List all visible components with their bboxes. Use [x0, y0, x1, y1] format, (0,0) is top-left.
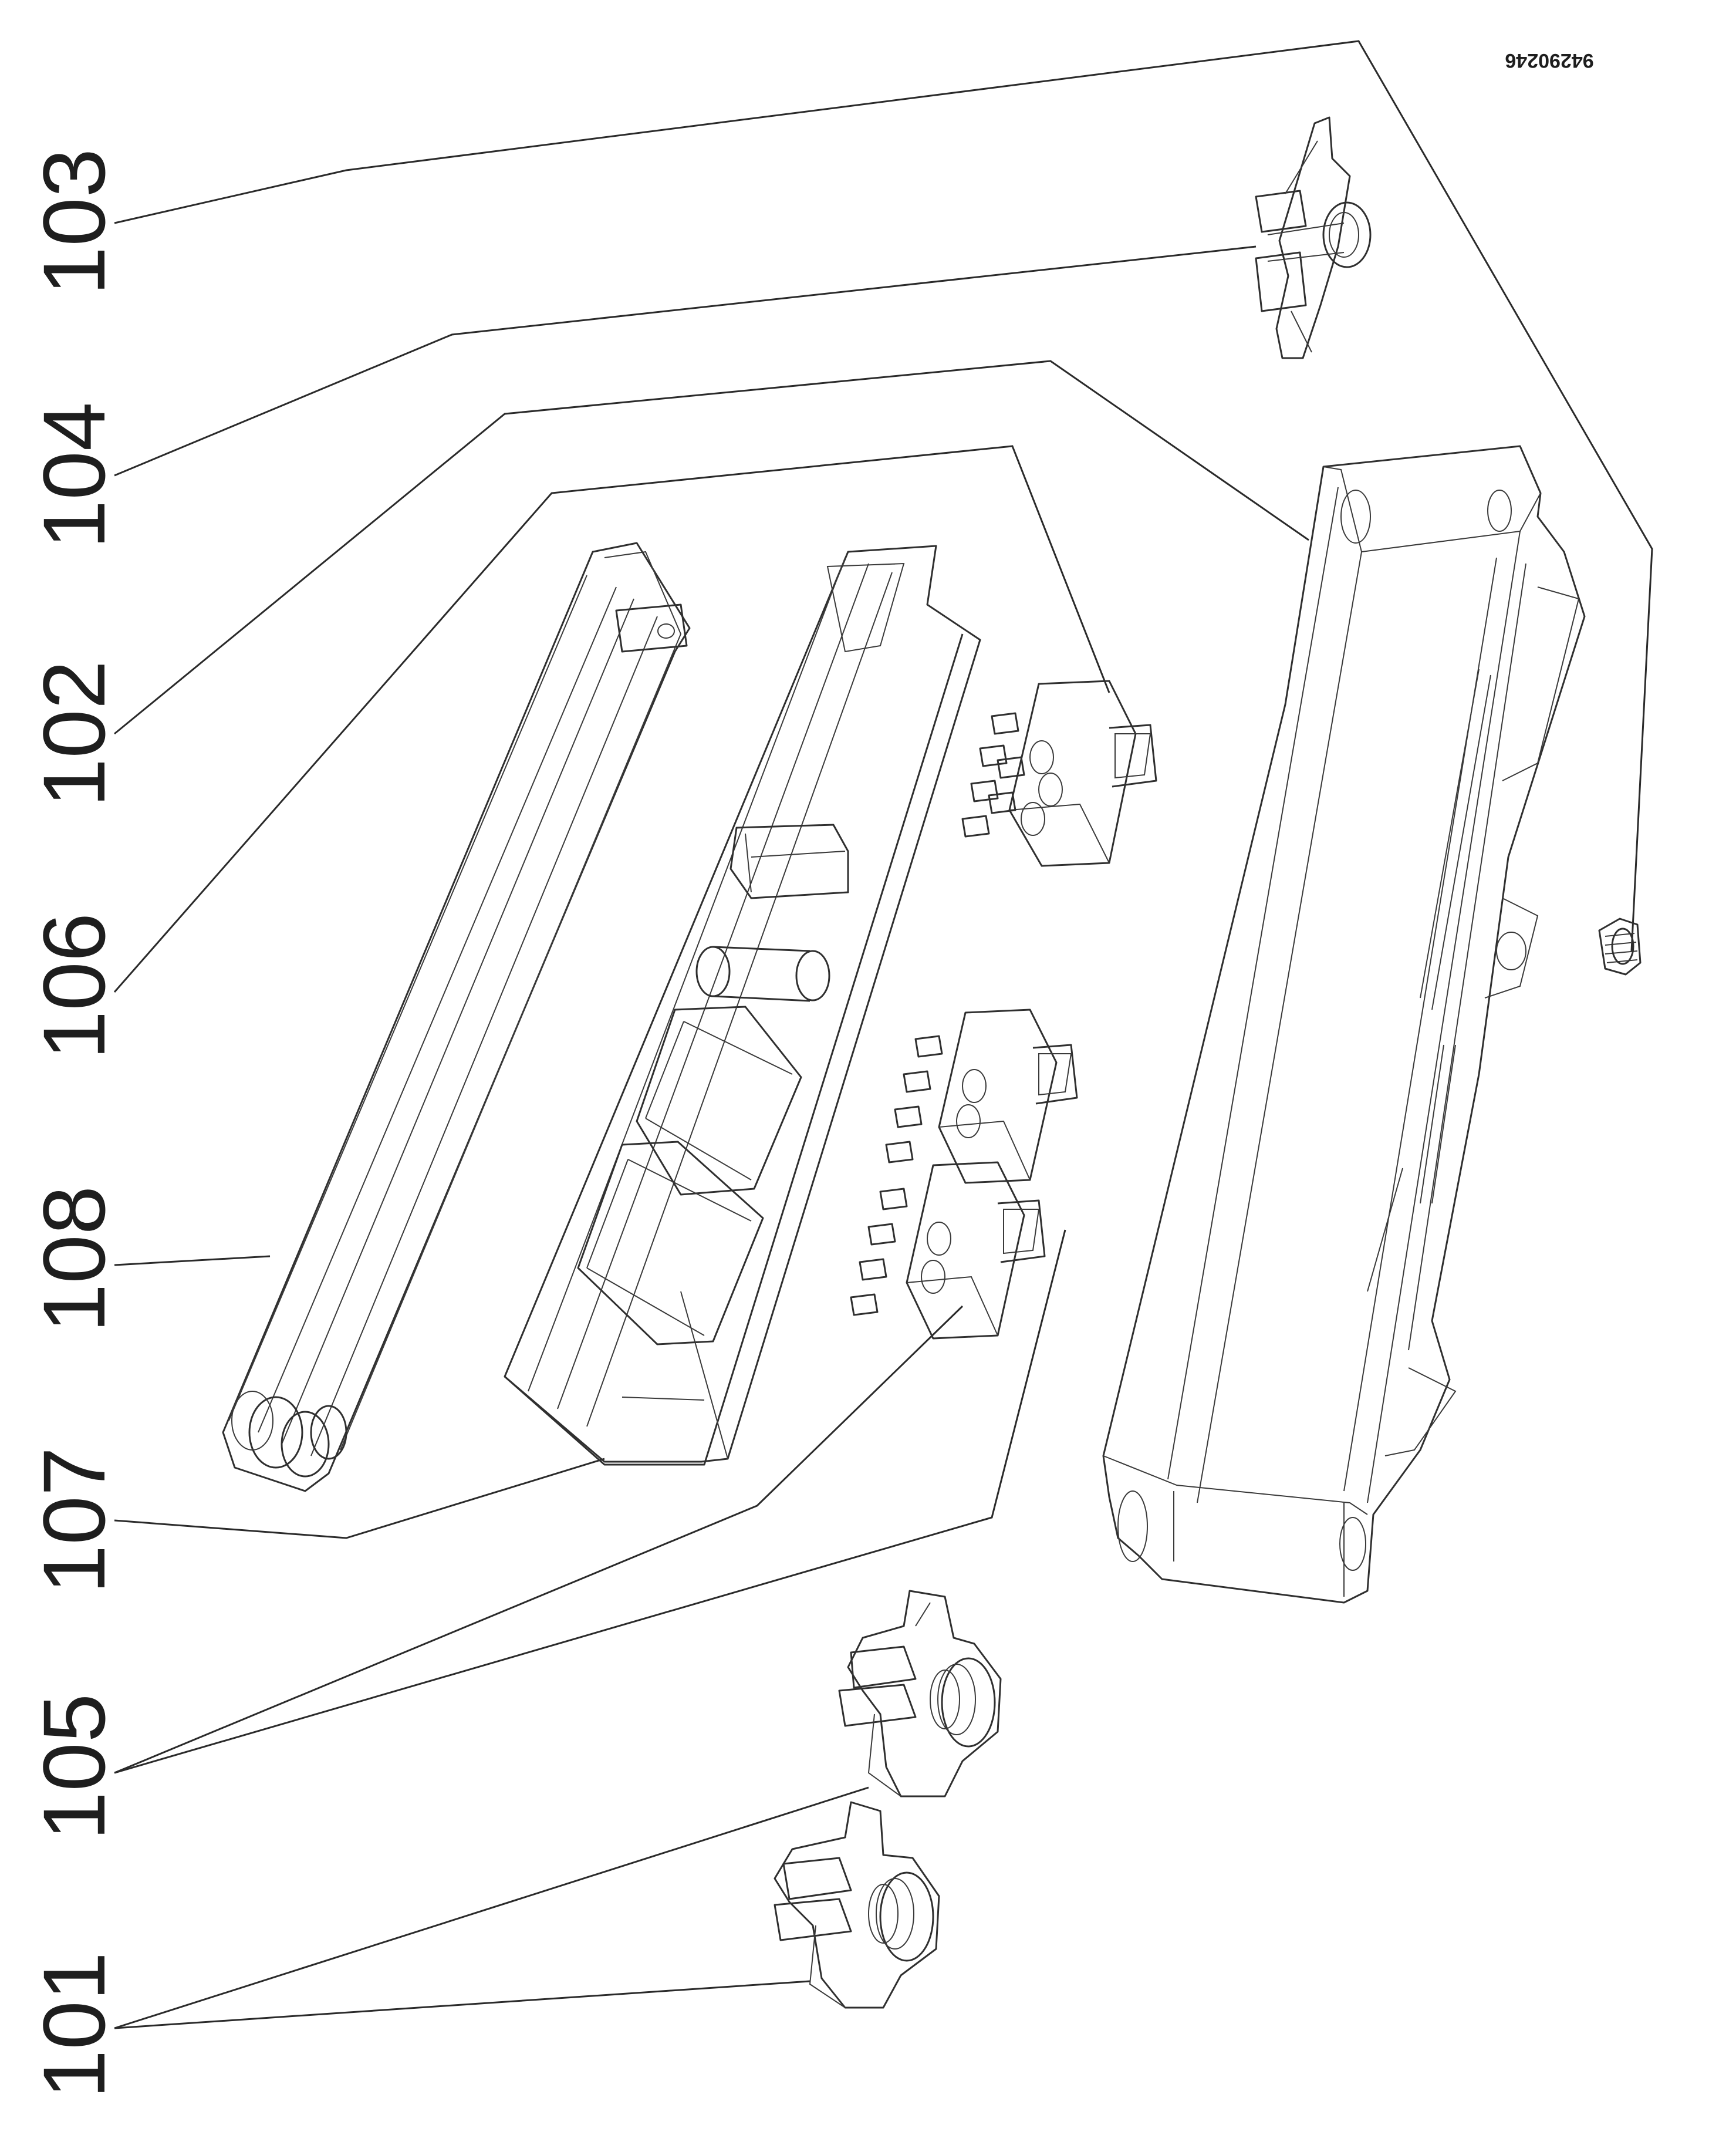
part-101-cam-knob-lower — [774, 1801, 940, 2009]
part-106-switch — [961, 680, 1157, 867]
callout-104: 104 — [25, 402, 123, 549]
callout-103: 103 — [25, 149, 123, 295]
leader-103 — [114, 40, 1653, 952]
callout-105: 105 — [25, 1694, 123, 1840]
callout-108: 108 — [25, 1186, 123, 1333]
callout-107: 107 — [25, 1447, 123, 1594]
part-105-switch-upper — [885, 1009, 1078, 1184]
leader-107 — [114, 1458, 605, 1539]
leader-104 — [114, 245, 1257, 477]
callout-106: 106 — [25, 913, 123, 1060]
leader-105b — [114, 1229, 1066, 1774]
leader-105a — [114, 1305, 964, 1774]
leader-101b — [114, 1980, 810, 2029]
leader-101a — [114, 1786, 869, 2029]
part-102-housing-tray — [1102, 445, 1586, 1604]
part-105-switch-lower — [850, 1161, 1046, 1340]
part-103-knob-cap — [1598, 918, 1642, 976]
leader-lines — [113, 40, 1653, 2029]
part-101-cam-knob-upper — [838, 1590, 1002, 1797]
part-104-cam-knob — [1255, 116, 1372, 359]
leader-106 — [113, 445, 1110, 993]
callout-102: 102 — [25, 660, 123, 807]
leader-108 — [114, 1255, 271, 1266]
part-108-cover-strip — [222, 542, 691, 1492]
leader-102 — [114, 360, 1309, 735]
part-107-control-panel-frame — [504, 545, 981, 1466]
document-id: 94290246 — [1505, 49, 1593, 72]
callout-101: 101 — [25, 1952, 123, 2099]
